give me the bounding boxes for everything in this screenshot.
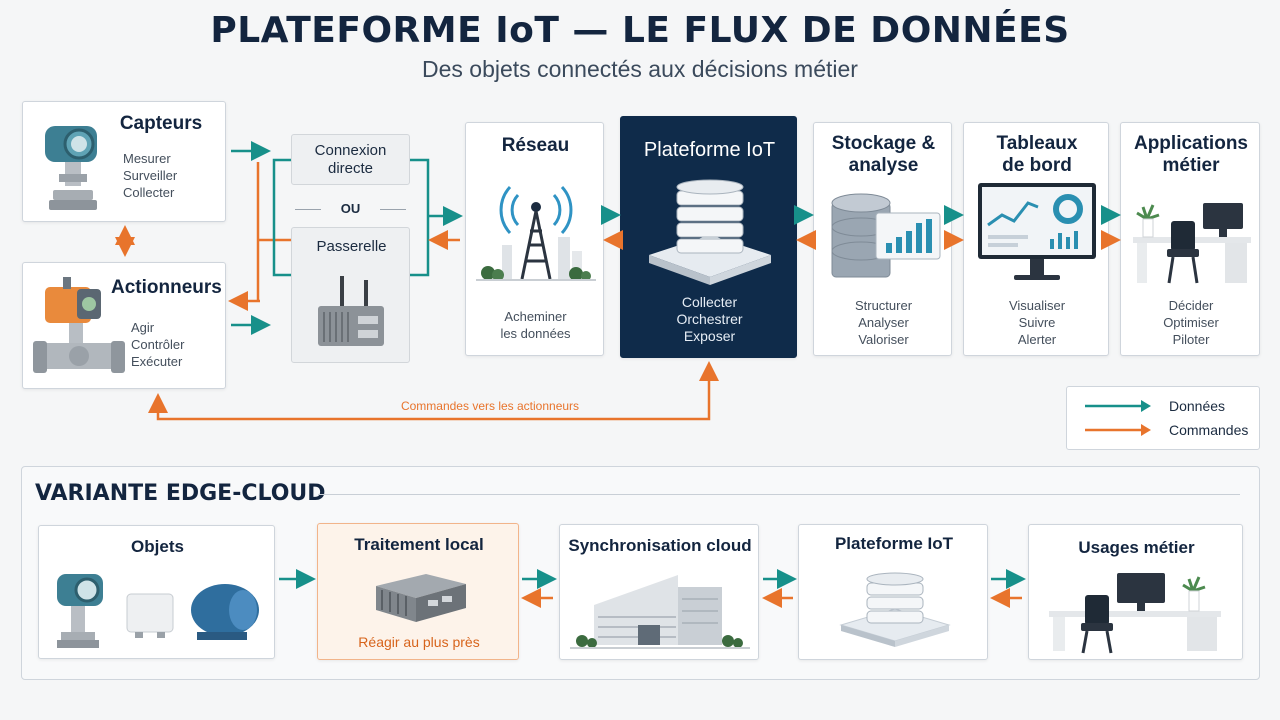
commandes-label: Commandes vers les actionneurs [400, 399, 580, 413]
database-chart-icon [831, 193, 941, 278]
legend: Données Commandes [1066, 386, 1260, 450]
applications-lines: Décider Optimiser Piloter [1121, 297, 1261, 348]
teal-right-bracket [410, 158, 430, 277]
capteurs-card: Capteurs Mesurer Surveiller Collecter [22, 101, 226, 222]
actionneurs-line: Exécuter [131, 354, 183, 369]
capteurs-lines: Mesurer Surveiller Collecter [123, 150, 189, 201]
capteurs-line: Mesurer [123, 151, 171, 166]
reseau-line: les données [500, 326, 571, 341]
ou-label: OU [340, 201, 361, 216]
connexion-directe-box: Connexion directe [291, 134, 410, 185]
stockage-lines: Structurer Analyser Valoriser [814, 297, 953, 348]
actionneurs-title: Actionneurs [111, 277, 222, 298]
reseau-card: Réseau Acheminer les données [465, 122, 604, 356]
gateway-icon [318, 276, 384, 346]
plateforme-lines: Collecter Orchestrer Exposer [621, 294, 798, 345]
reseau-title: Réseau [501, 135, 570, 156]
legend-data-arrow [1085, 400, 1151, 412]
edge-office-desk-icon [1049, 573, 1221, 654]
page-title: PLATEFORME IoT — LE FLUX DE DONNÉES [210, 10, 1070, 51]
ou-divider: OU [291, 200, 410, 218]
plateforme-line: Exposer [683, 328, 736, 344]
edge-traitement-title: Traitement local [354, 535, 484, 554]
applications-line: Décider [1168, 298, 1214, 313]
dashboard-monitor-icon [978, 183, 1096, 280]
antenna-tower-icon [476, 185, 596, 281]
edge-objets-card: Objets [38, 525, 275, 659]
valve-actuator-icon [33, 277, 125, 373]
plateforme-title: Plateforme IoT [643, 139, 776, 161]
stockage-line: Valoriser [858, 332, 909, 347]
legend-commands-arrow [1085, 424, 1151, 436]
plateforme-line: Orchestrer [676, 311, 743, 327]
applications-title: Applications métier [1133, 133, 1248, 176]
objects-icon [57, 574, 259, 648]
stockage-line: Analyser [858, 315, 909, 330]
edge-objets-title: Objets [131, 537, 184, 556]
plateforme-card: Plateforme IoT Collecter Orchestrer Expo… [620, 116, 797, 358]
edge-traitement-card: Traitement local Réagir au plus près [317, 523, 519, 660]
applications-card: Applications métier Décider Optimiser Pi… [1120, 122, 1260, 356]
edge-usages-card: Usages métier [1028, 524, 1243, 660]
applications-line: Piloter [1172, 332, 1210, 347]
capteurs-line: Collecter [123, 185, 175, 200]
reseau-line: Acheminer [504, 309, 567, 324]
tableaux-lines: Visualiser Suivre Alerter [964, 297, 1110, 348]
edge-cloud-rule [318, 494, 1240, 495]
capteurs-title: Capteurs [119, 113, 203, 134]
edge-plateforme-title: Plateforme IoT [834, 534, 954, 553]
teal-left-bracket [272, 158, 291, 277]
edge-usages-title: Usages métier [1078, 538, 1195, 557]
actionneurs-lines: Agir Contrôler Exécuter [131, 319, 211, 370]
actionneurs-line: Contrôler [131, 337, 185, 352]
actionneurs-card: Actionneurs Agir Contrôler Exécuter [22, 262, 226, 389]
applications-line: Optimiser [1163, 315, 1219, 330]
tableaux-line: Alerter [1017, 332, 1057, 347]
tableaux-line: Suivre [1018, 315, 1056, 330]
legend-commands-label: Commandes [1169, 422, 1249, 438]
office-desk-icon [1133, 203, 1251, 284]
connexion-directe-label: Connexion directe [314, 142, 387, 177]
command-loop [148, 368, 711, 421]
edge-gateway-icon [376, 574, 466, 622]
plateforme-line: Collecter [681, 294, 738, 310]
actionneurs-line: Agir [131, 320, 155, 335]
edge-synchro-title: Synchronisation cloud [568, 536, 752, 555]
tableaux-card: Tableaux de bord Visualiser Suivre Alert… [963, 122, 1109, 356]
edge-plateforme-card: Plateforme IoT [798, 524, 988, 660]
datacenter-building-icon [570, 575, 750, 649]
edge-cloud-title: VARIANTE EDGE-CLOUD [35, 481, 326, 506]
tableaux-title: Tableaux de bord [996, 133, 1078, 176]
tableaux-line: Visualiser [1008, 298, 1066, 313]
flow-arrows [115, 141, 1121, 421]
legend-data-label: Données [1169, 398, 1226, 414]
edge-traitement-caption: Réagir au plus près [358, 634, 480, 650]
capteurs-line: Surveiller [123, 168, 178, 183]
edge-server-stack-icon [839, 572, 951, 647]
stockage-line: Structurer [854, 298, 913, 313]
server-stack-icon [649, 179, 771, 285]
passerelle-label: Passerelle [316, 238, 387, 255]
passerelle-box: Passerelle [291, 227, 410, 363]
page-subtitle: Des objets connectés aux décisions métie… [422, 56, 858, 82]
pressure-sensor-icon [45, 126, 97, 210]
edge-synchro-card: Synchronisation cloud [559, 524, 759, 660]
reseau-lines: Acheminer les données [466, 308, 605, 342]
stockage-title: Stockage & analyse [831, 133, 936, 176]
